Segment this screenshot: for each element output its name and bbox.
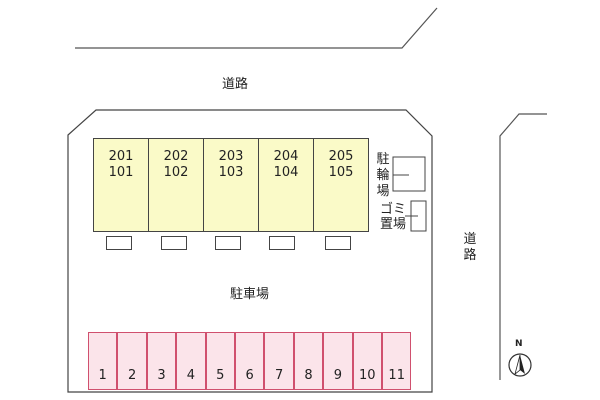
top-road-label: 道路	[222, 77, 249, 92]
unit-upper-number: 205	[328, 149, 354, 164]
parking-stall-2: 2	[117, 332, 147, 390]
right-road-label: 道路	[463, 232, 477, 263]
stall-number: 2	[127, 368, 137, 383]
stall-number: 1	[98, 368, 107, 383]
unit-lower-number: 102	[163, 165, 189, 180]
stall-number: 6	[245, 368, 254, 383]
parking-stall-10: 10	[352, 332, 382, 390]
top-road-edge	[75, 7, 438, 49]
garbage-area-label: ゴミ置場	[379, 202, 406, 232]
parking-stall-5: 5	[205, 332, 235, 390]
entrance-step	[325, 236, 351, 250]
entrance-step	[106, 236, 132, 250]
parking-stall-1: 1	[88, 332, 118, 390]
stall-number: 7	[274, 368, 284, 383]
parking-stall-9: 9	[323, 332, 353, 390]
parking-stall-11: 11	[382, 332, 412, 390]
parking-stall-3: 3	[146, 332, 177, 390]
stall-number: 3	[157, 368, 166, 383]
compass-icon	[508, 353, 532, 377]
stall-number: 4	[186, 368, 196, 383]
parking-stall-8: 8	[293, 332, 324, 390]
stall-number: 10	[359, 368, 376, 383]
unit-lower-number: 104	[273, 165, 299, 180]
compass-north-label: N	[515, 339, 523, 349]
entrance-step	[269, 236, 295, 250]
parking-stall-4: 4	[176, 332, 206, 390]
parking-stall-7: 7	[264, 332, 294, 390]
unit-upper-number: 201	[108, 149, 134, 164]
unit-upper-number: 202	[163, 149, 189, 164]
entrance-step	[161, 236, 187, 250]
stall-number: 5	[216, 368, 225, 383]
bicycle-parking-label: 駐輪場	[376, 152, 390, 199]
unit-lower-number: 101	[108, 165, 134, 180]
bicycle-parking-shed	[392, 156, 426, 192]
unit-upper-number: 203	[218, 149, 244, 164]
parking-stall-6: 6	[235, 332, 265, 390]
parking-lot-label: 駐車場	[230, 287, 270, 302]
unit-upper-number: 204	[273, 149, 299, 164]
unit-lower-number: 103	[218, 165, 244, 180]
unit-lower-number: 105	[328, 165, 354, 180]
right-road-edge	[499, 113, 547, 380]
stall-number: 8	[304, 368, 313, 383]
entrance-step	[215, 236, 241, 250]
stall-number: 11	[388, 368, 405, 383]
stall-number: 9	[333, 368, 343, 383]
